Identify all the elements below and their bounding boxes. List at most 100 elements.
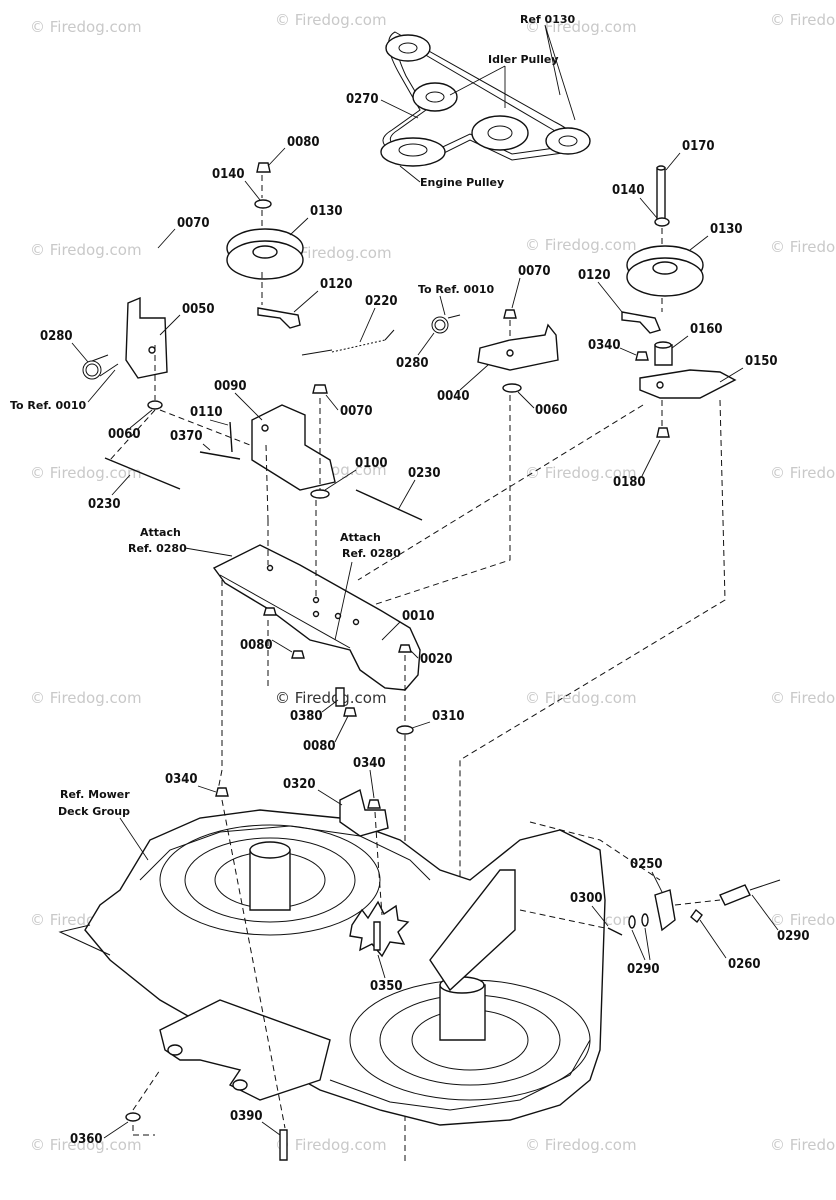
idler-arm-0040	[477, 323, 559, 371]
label-to-ref-0010-left: To Ref. 0010	[10, 399, 87, 412]
watermark: © Firedog.com	[770, 1136, 836, 1154]
label-0070-right: 0070	[518, 264, 551, 279]
label-0280-left: 0280	[40, 329, 73, 344]
watermark: © Firedog.com	[525, 1136, 637, 1154]
washer-0060-left	[147, 400, 163, 410]
label-0300: 0300	[570, 891, 603, 906]
watermark: © Firedog.com	[275, 11, 387, 29]
label-0060-left: 0060	[108, 427, 141, 442]
label-0320: 0320	[283, 777, 316, 792]
cable-hardware	[519, 821, 781, 936]
label-0360: 0360	[70, 1132, 103, 1147]
label-0350: 0350	[370, 979, 403, 994]
watermark: © Firedog.com	[30, 1136, 142, 1154]
label-0260: 0260	[728, 957, 761, 972]
label-0220: 0220	[365, 294, 398, 309]
label-0160: 0160	[690, 322, 723, 337]
part-labels: 0080 0140 0130 0070 0120 0220 0050 0280 …	[10, 135, 810, 1147]
label-0270: 0270	[346, 92, 379, 107]
watermark: © Firedog.com	[30, 464, 142, 482]
label-deck-group: Deck Group	[58, 805, 130, 818]
label-0340-bracket: 0340	[353, 756, 386, 771]
label-0060-right: 0060	[535, 403, 568, 418]
rod-0230-left	[104, 457, 181, 490]
label-0090: 0090	[214, 379, 247, 394]
label-0080-bottom: 0080	[303, 739, 336, 754]
watermark: © Firedog.com	[770, 911, 836, 929]
bolt-0070-center	[312, 384, 328, 394]
mower-deck	[58, 787, 606, 1161]
watermark: © Firedog.com	[770, 238, 836, 256]
watermark: © Firedog.com	[525, 689, 637, 707]
label-0080-top: 0080	[287, 135, 320, 150]
label-attach-ref-center: Ref. 0280	[342, 547, 401, 560]
label-0070-center: 0070	[340, 404, 373, 419]
belt-pulley-top	[385, 34, 431, 62]
label-0230-right: 0230	[408, 466, 441, 481]
label-0150: 0150	[745, 354, 778, 369]
label-0290-cable: 0290	[777, 929, 810, 944]
nut-0180	[656, 427, 670, 438]
watermark: © Firedog.com	[525, 464, 637, 482]
label-0120-left: 0120	[320, 277, 353, 292]
label-engine-pulley: Engine Pulley	[420, 176, 504, 189]
label-attach-ref-left: Ref. 0280	[128, 542, 187, 555]
label-0140-left: 0140	[212, 167, 245, 182]
nut-0080-d	[343, 707, 357, 717]
idler-arm-0090	[251, 404, 336, 491]
pin-0170	[656, 167, 666, 223]
watermark: © Firedog.com	[280, 244, 392, 262]
label-0290-washers: 0290	[627, 962, 660, 977]
center-idler-assembly	[357, 309, 559, 611]
label-ref-0130: Ref 0130	[520, 13, 576, 26]
label-0100: 0100	[355, 456, 388, 471]
label-0370: 0370	[170, 429, 203, 444]
label-0340-right: 0340	[588, 338, 621, 353]
label-0130-left: 0130	[310, 204, 343, 219]
label-0380: 0380	[290, 709, 323, 724]
spacer-0120	[257, 307, 301, 329]
label-0120-right: 0120	[578, 268, 611, 283]
right-idler-assembly	[357, 165, 737, 980]
label-ref-mower: Ref. Mower	[60, 788, 130, 801]
washer-0290-a	[628, 915, 636, 929]
spacer-0120-right	[621, 311, 661, 334]
label-0010: 0010	[402, 609, 435, 624]
washer-0100	[310, 489, 330, 499]
nut-0340-deck	[215, 787, 229, 797]
label-0080-left: 0080	[240, 638, 273, 653]
bolt-0380	[335, 687, 345, 707]
watermarks: © Firedog.com © Firedog.com © Firedog.co…	[30, 11, 836, 1154]
label-0230-left: 0230	[88, 497, 121, 512]
belt-pulley-inset: Ref 0130 Idler Pulley 0270 Engine Pulley	[346, 13, 591, 189]
watermark: © Firedog.com	[770, 689, 836, 707]
label-0070-left: 0070	[177, 216, 210, 231]
label-0050: 0050	[182, 302, 215, 317]
engine-pulley	[380, 137, 446, 167]
spring-0220	[301, 329, 395, 356]
washer-0060-right	[502, 383, 522, 393]
label-0130-right: 0130	[710, 222, 743, 237]
washer-0310	[396, 725, 414, 735]
label-0390: 0390	[230, 1109, 263, 1124]
main-bracket-0010	[212, 500, 421, 1165]
cable-end-0290	[719, 884, 751, 906]
label-attach-center: Attach	[340, 531, 381, 544]
bolt-0070-right	[503, 309, 517, 319]
bolt-0350	[373, 921, 381, 951]
watermark: © Firedog.com	[275, 1136, 387, 1154]
label-idler-pulley: Idler Pulley	[488, 53, 559, 66]
watermark: © Firedog.com	[770, 464, 836, 482]
label-0250: 0250	[630, 857, 663, 872]
watermark: © Firedog.com	[525, 236, 637, 254]
watermark: © Firedog.com	[275, 689, 387, 707]
watermark: © Firedog.com	[30, 689, 142, 707]
label-0280-center: 0280	[396, 356, 429, 371]
nut-0080-b	[263, 607, 277, 616]
nut-0080	[256, 162, 271, 173]
bracket-0150	[639, 369, 737, 399]
left-idler-assembly	[82, 162, 423, 521]
rod-0230-right	[355, 489, 423, 521]
nut-0340-bracket	[367, 799, 381, 809]
bracket-0250	[654, 889, 676, 932]
